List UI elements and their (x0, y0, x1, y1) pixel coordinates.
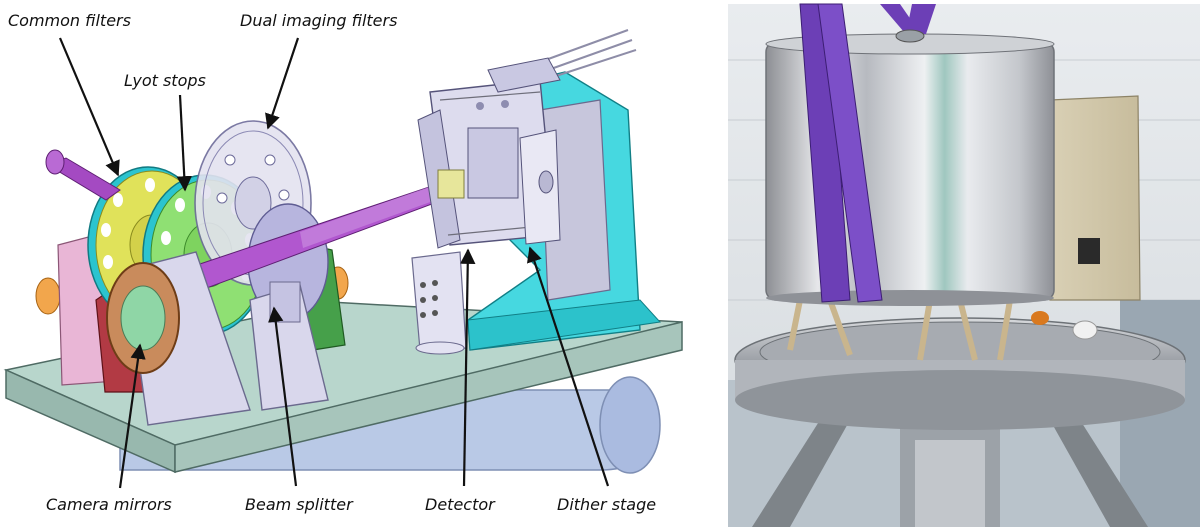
cable (539, 29, 629, 63)
detector-assembly (417, 79, 561, 249)
cad-drawing (3, 29, 683, 474)
instrument-photo (728, 3, 1200, 527)
electronics-box (1049, 95, 1141, 301)
cable (547, 39, 633, 71)
label-detector: Detector (425, 495, 496, 514)
cable (555, 49, 637, 77)
label-beam-splitter: Beam splitter (245, 495, 354, 514)
label-dither-stage: Dither stage (557, 495, 656, 514)
label-lyot-stops: Lyot stops (124, 71, 206, 90)
lifting-strap (817, 3, 883, 303)
orange-knob (35, 277, 61, 315)
label-dual-imaging-filters: Dual imaging filters (240, 11, 397, 30)
label-camera-mirrors: Camera mirrors (46, 495, 172, 514)
connector-box (411, 251, 467, 351)
label-common-filters: Common filters (8, 11, 131, 30)
leader-arrows (58, 37, 610, 489)
detector-chip (437, 169, 465, 199)
